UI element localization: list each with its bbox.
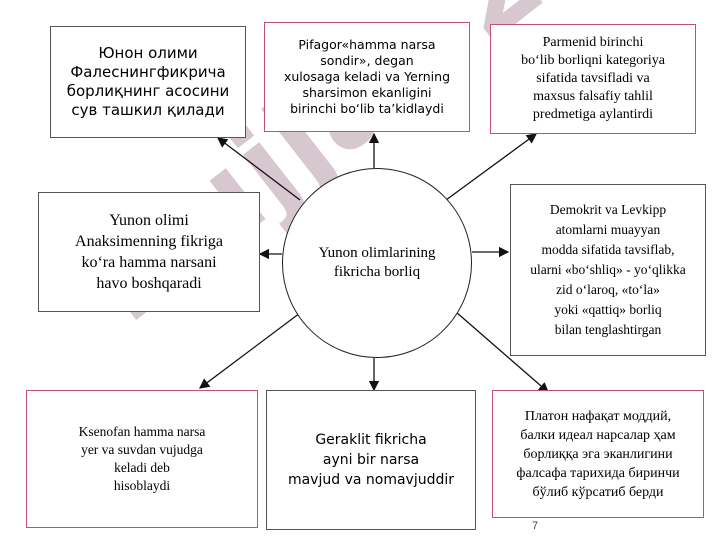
box-middle-left-anaximenes: Yunon olimi Anaksimenning fikriga ko‘ra …	[38, 192, 260, 312]
box-bottom-middle-heraclitus: Geraklit fikricha ayni bir narsa mavjud …	[266, 390, 476, 530]
arrow-to-top-right	[445, 133, 538, 201]
box-middle-right-democritus: Demokrit va Levkipp atomlarni muayyan mo…	[510, 184, 706, 356]
box-top-left-text: Юнон олими Фалеснингфикрича борлиқнинг а…	[66, 44, 230, 119]
box-bottom-left-text: Ksenofan hamma narsa yer va suvdan vujud…	[78, 424, 206, 493]
box-top-right-parmenides: Parmenid birinchi bo‘lib borliqni katego…	[490, 24, 696, 134]
center-circle: Yunon olimlarining fikricha borliq	[282, 168, 472, 358]
center-circle-text: Yunon olimlarining fikricha borliq	[318, 245, 436, 280]
box-top-middle-text: Pifagor«hamma narsa sondir», degan xulos…	[283, 37, 451, 116]
box-top-middle-pythagoras: Pifagor«hamma narsa sondir», degan xulos…	[264, 22, 470, 132]
box-middle-right-text: Demokrit va Levkipp atomlarni muayyan mo…	[530, 202, 686, 337]
page-number: 7	[532, 520, 539, 532]
box-top-right-text: Parmenid birinchi bo‘lib borliqni katego…	[521, 35, 665, 122]
box-bottom-left-xenophanes: Ksenofan hamma narsa yer va suvdan vujud…	[26, 390, 258, 528]
box-middle-left-text: Yunon olimi Anaksimenning fikriga ko‘ra …	[75, 212, 223, 292]
box-bottom-right-text: Платон нафақат моддий, балки идеал нарса…	[516, 408, 680, 500]
box-bottom-right-plato: Платон нафақат моддий, балки идеал нарса…	[492, 390, 704, 518]
box-bottom-middle-text: Geraklit fikricha ayni bir narsa mavjud …	[287, 432, 455, 488]
arrow-to-top-left	[216, 137, 301, 201]
arrow-to-bottom-right	[455, 311, 549, 393]
box-top-left-thales: Юнон олими Фалеснингфикрича борлиқнинг а…	[50, 26, 246, 138]
arrow-to-bottom-left	[198, 309, 305, 389]
